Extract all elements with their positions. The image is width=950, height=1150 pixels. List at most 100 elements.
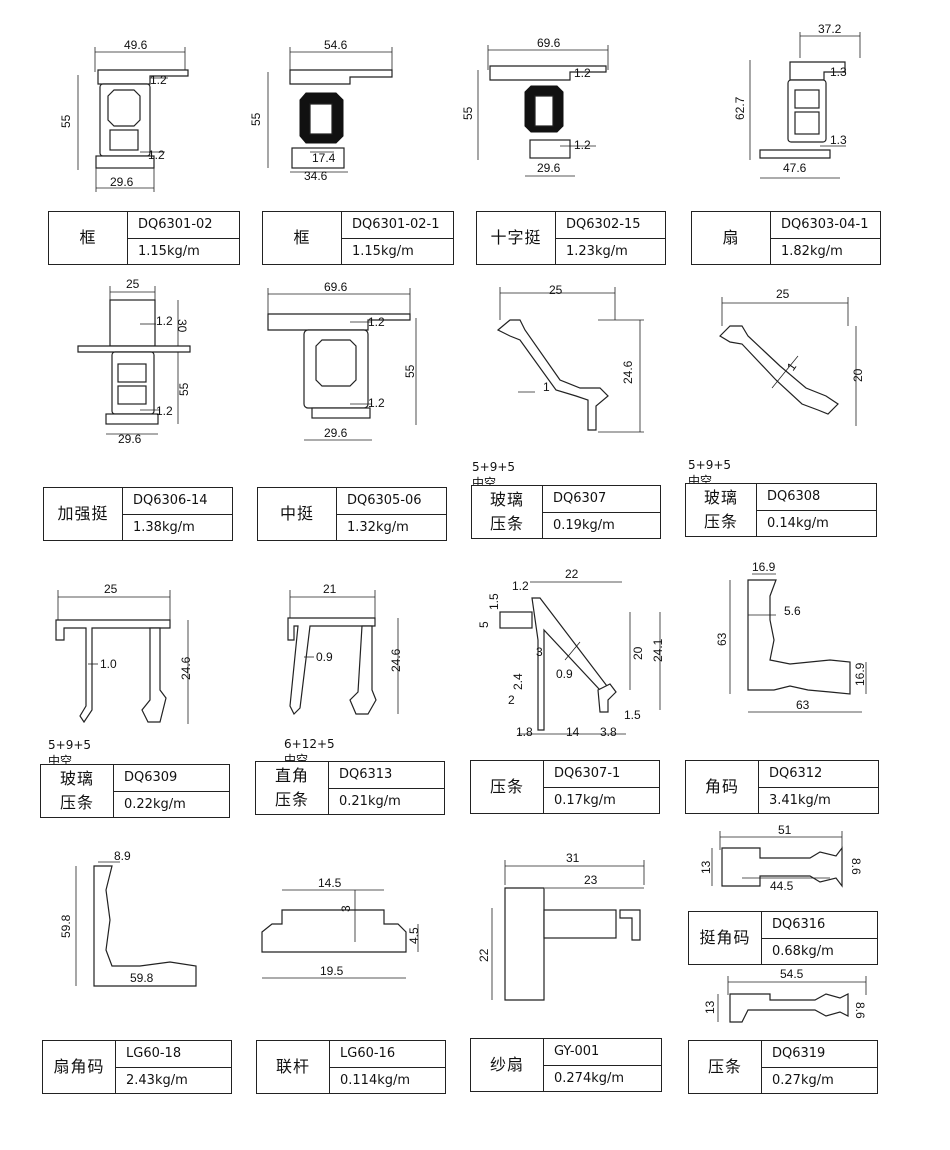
profile-name: 扇 — [692, 212, 771, 264]
dim-label: 5 — [477, 621, 491, 628]
dim-label: 1 — [543, 380, 550, 394]
dim-label: 63 — [715, 632, 729, 646]
dim-label: 37.2 — [818, 22, 842, 36]
profile-name: 压条 — [689, 1041, 762, 1093]
dim-label: 59.8 — [130, 971, 154, 985]
dim-label: 55 — [403, 364, 417, 378]
dim-label: 0.9 — [316, 650, 333, 664]
profile-name-line2: 压条 — [59, 793, 94, 812]
dim-label: 16.9 — [752, 560, 776, 574]
dim-label: 51 — [778, 823, 792, 837]
dim-label: 4.5 — [407, 927, 421, 944]
profile-weight: 1.82kg/m — [781, 243, 843, 259]
profile-code: DQ6301-02 — [128, 212, 239, 239]
profile-code: LG60-18 — [116, 1041, 231, 1068]
profile-weight: 1.15kg/m — [352, 243, 414, 259]
profile-code: DQ6307 — [543, 486, 660, 513]
dim-label: 2.4 — [511, 673, 525, 690]
dim-label: 31 — [566, 851, 580, 865]
dim-label: 0.9 — [556, 667, 573, 681]
dim-label: 21 — [323, 582, 337, 596]
profile-weight: 0.21kg/m — [339, 793, 401, 809]
profile-weight: 0.22kg/m — [124, 796, 186, 812]
profile-weight: 1.23kg/m — [566, 243, 628, 259]
profile-weight: 0.27kg/m — [772, 1072, 834, 1088]
dim-label: 24.1 — [651, 638, 665, 662]
profile-name: 十字挺 — [477, 212, 556, 264]
profile-code: GY-001 — [544, 1039, 661, 1066]
profile-name-line2: 压条 — [703, 512, 738, 531]
dim-label: 29.6 — [110, 175, 134, 189]
dim-label: 2 — [508, 693, 515, 707]
dim-label: 44.5 — [770, 879, 794, 893]
dim-label: 14 — [566, 725, 580, 739]
profile-name: 压条 — [471, 761, 544, 813]
spec-table: 直角 压条 DQ6313 0.21kg/m — [255, 761, 445, 815]
profile-weight: 2.43kg/m — [126, 1072, 188, 1088]
spec-table: 扇角码 LG60-18 2.43kg/m — [42, 1040, 232, 1094]
dim-label: 34.6 — [304, 169, 328, 183]
profile-weight: 0.17kg/m — [554, 792, 616, 808]
spec-table: 扇 DQ6303-04-1 1.82kg/m — [691, 211, 881, 265]
dim-label: 24.6 — [621, 360, 635, 384]
profile-name-line2: 压条 — [489, 514, 524, 533]
dim-label: 13 — [703, 1000, 717, 1014]
profile-name: 角码 — [686, 761, 759, 813]
dim-label: 3.8 — [600, 725, 617, 739]
profile-name: 加强挺 — [44, 488, 123, 540]
profile-code: DQ6312 — [759, 761, 878, 788]
profile-code: DQ6313 — [329, 762, 444, 789]
dim-label: 1.2 — [574, 66, 591, 80]
dim-label: 63 — [796, 698, 810, 712]
dim-label: 8.6 — [849, 858, 863, 875]
dim-label: 30 — [175, 319, 189, 333]
profile-code: DQ6316 — [762, 912, 877, 939]
profile-name: 扇角码 — [43, 1041, 116, 1093]
profile-name: 中挺 — [258, 488, 337, 540]
profile-weight: 0.68kg/m — [772, 943, 834, 959]
dim-label: 55 — [249, 112, 263, 126]
profile-name-line1: 直角 — [274, 766, 309, 785]
profile-code: DQ6306-14 — [123, 488, 232, 515]
dim-label: 29.6 — [118, 432, 142, 446]
profile-code: DQ6308 — [757, 484, 876, 511]
profile-weight: 1.32kg/m — [347, 519, 409, 535]
profile-weight: 0.274kg/m — [554, 1070, 625, 1086]
dim-label: 1.2 — [368, 396, 385, 410]
dim-label: 55 — [59, 114, 73, 128]
dim-label: 29.6 — [537, 161, 561, 175]
dim-label: 1.2 — [148, 148, 165, 162]
dim-label: 54.6 — [324, 38, 348, 52]
profile-code: DQ6302-15 — [556, 212, 665, 239]
profile-name: 玻璃 压条 — [686, 484, 757, 536]
dim-label: 25 — [549, 283, 563, 297]
profile-code: DQ6303-04-1 — [771, 212, 880, 239]
profile-weight: 0.14kg/m — [767, 515, 829, 531]
dim-label: 49.6 — [124, 38, 148, 52]
profile-name: 直角 压条 — [256, 762, 329, 814]
spec-table: 玻璃 压条 DQ6308 0.14kg/m — [685, 483, 877, 537]
dim-label: 8.6 — [853, 1002, 867, 1019]
profile-name: 框 — [49, 212, 128, 264]
profile-name: 框 — [263, 212, 342, 264]
dim-label: 59.8 — [59, 914, 73, 938]
dim-label: 1.2 — [574, 138, 591, 152]
profile-code: DQ6307-1 — [544, 761, 659, 788]
profile-weight: 3.41kg/m — [769, 792, 831, 808]
